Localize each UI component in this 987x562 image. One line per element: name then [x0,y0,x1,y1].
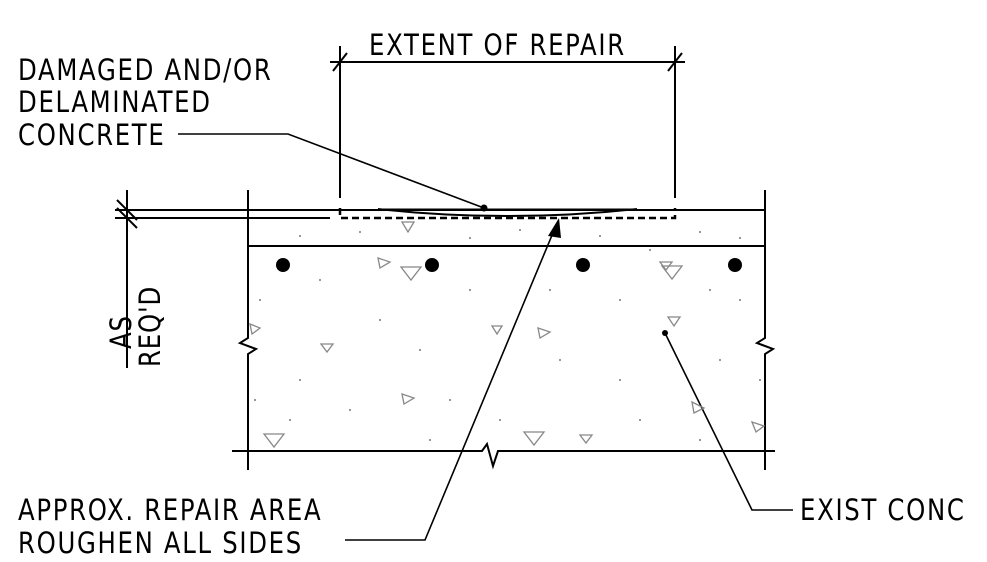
aggregate-triangle [319,343,335,354]
leader-dot-damaged [480,204,488,212]
delaminated-zone [377,208,638,217]
aggregate-triangle [262,433,286,449]
label-reqd: REQ'D [133,285,167,367]
label-damaged-line3: CONCRETE [18,118,166,152]
rebar [728,258,742,272]
leader-dot-exist-conc [662,330,668,336]
aggregate-triangle [377,257,392,270]
leader-damaged-concrete [178,133,485,209]
rebar-group [276,258,742,272]
slab-right-edge [754,190,776,470]
extent-tick-left [332,52,348,72]
aggregate-triangle [490,325,504,336]
label-extent-of-repair: EXTENT OF REPAIR [369,28,626,62]
extent-dimension [330,46,685,198]
rebar [425,258,439,272]
sand-hatch [254,229,761,441]
aggregate-triangle [691,400,706,414]
label-approx-repair-area: APPROX. REPAIR AREA [18,493,323,527]
leader-arrowhead-repair [548,218,561,238]
aggregate-triangle [666,316,682,328]
depth-dimension [115,190,330,368]
leaders [178,133,793,541]
label-exist-conc: EXIST CONC [800,493,966,527]
aggregate-triangle [537,327,552,340]
label-roughen-all-sides: ROUGHEN ALL SIDES [18,526,303,560]
aggregate-triangle [658,261,674,272]
depth-tick-bottom [116,207,138,229]
aggregate-triangle [249,322,262,336]
aggregate-triangle [578,434,594,445]
slab-outline [130,190,776,470]
label-damaged-line2: DELAMINATED [18,85,212,119]
aggregate-hatch [249,221,766,449]
aggregate-triangle [400,221,416,234]
aggregate-triangle [660,265,684,281]
extent-tick-right [667,52,683,72]
slab-bottom-edge [232,441,775,470]
rebar [576,258,590,272]
slab-left-edge [237,190,259,470]
depth-tick-top [116,199,138,221]
repair-area-dashed [338,208,677,220]
label-damaged-line1: DAMAGED AND/OR [18,53,273,87]
label-as: AS [104,315,138,349]
leader-repair-area [345,227,556,541]
aggregate-triangle [750,420,766,434]
aggregate-triangle [522,431,546,447]
leader-exist-conc [664,332,793,511]
aggregate-triangle [399,266,423,282]
aggregate-triangle [401,393,416,406]
rebar [276,258,290,272]
